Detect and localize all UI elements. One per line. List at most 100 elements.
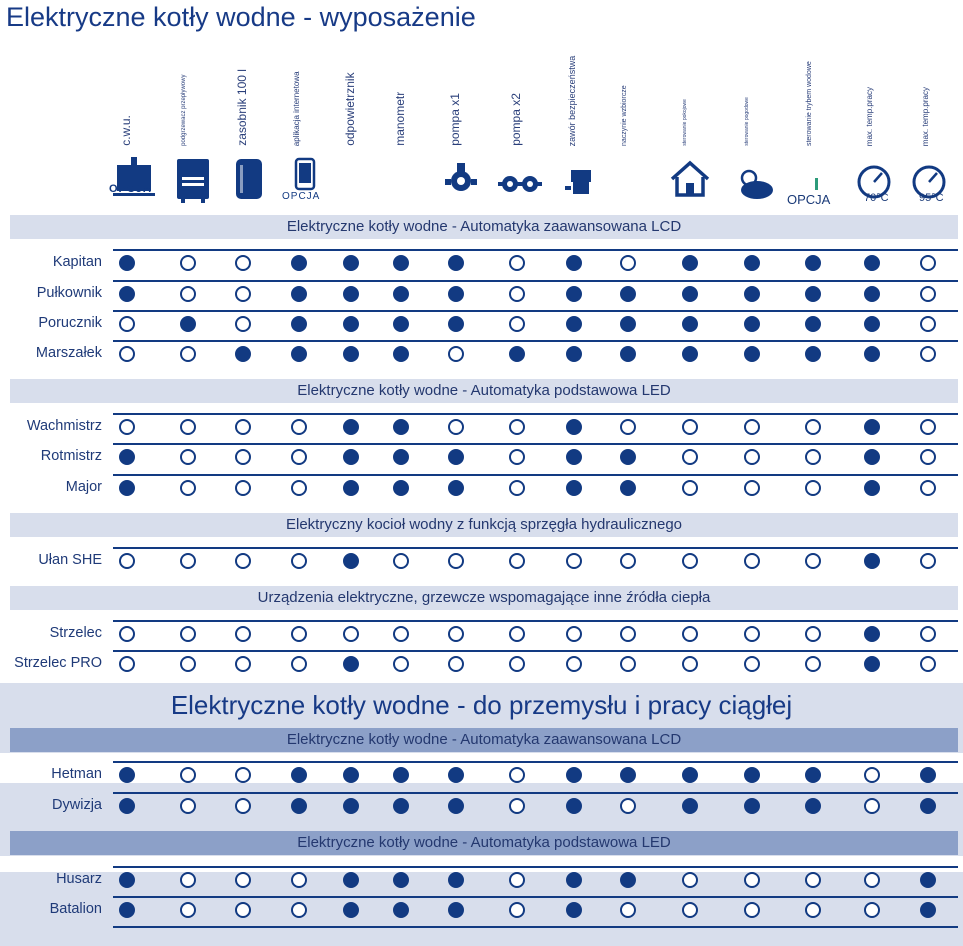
column-icon	[441, 155, 491, 205]
empty-dot	[620, 419, 636, 435]
column-header: zasobnik 100 l	[235, 38, 296, 146]
filled-dot	[448, 872, 464, 888]
empty-dot	[235, 553, 251, 569]
row-label: Dywizja	[52, 797, 102, 813]
filled-dot	[864, 480, 880, 496]
filled-dot	[920, 767, 936, 783]
filled-dot	[343, 767, 359, 783]
column-icon	[561, 160, 611, 210]
empty-dot	[180, 798, 196, 814]
empty-dot	[620, 798, 636, 814]
row-line	[113, 474, 958, 476]
empty-dot	[744, 656, 760, 672]
row-line	[113, 443, 958, 445]
filled-dot	[864, 316, 880, 332]
filled-dot	[291, 798, 307, 814]
section-header: Elektryczne kotły wodne - Automatyka zaa…	[10, 728, 958, 752]
empty-dot	[119, 419, 135, 435]
empty-dot	[509, 449, 525, 465]
empty-dot	[235, 419, 251, 435]
empty-dot	[509, 255, 525, 271]
filled-dot	[920, 798, 936, 814]
empty-dot	[744, 419, 760, 435]
row-label: Ułan SHE	[38, 552, 102, 568]
filled-dot	[119, 872, 135, 888]
row-label: Strzelec PRO	[14, 655, 102, 671]
filled-dot	[744, 798, 760, 814]
row-label: Porucznik	[38, 315, 102, 331]
empty-dot	[235, 286, 251, 302]
column-icon: OPCJA	[109, 155, 159, 205]
empty-dot	[343, 626, 359, 642]
row-line	[113, 761, 958, 763]
empty-dot	[864, 767, 880, 783]
filled-dot	[805, 798, 821, 814]
empty-dot	[235, 902, 251, 918]
column-header-label: podgrzewacz przepływowy	[181, 74, 187, 146]
filled-dot	[235, 346, 251, 362]
column-header: max. temp.pracy	[865, 38, 925, 146]
filled-dot	[805, 286, 821, 302]
column-header: sterowanie pogodowe	[744, 38, 805, 146]
empty-dot	[180, 419, 196, 435]
row-label: Kapitan	[52, 254, 102, 270]
column-icon-text: OPCJA	[282, 191, 321, 202]
empty-dot	[119, 656, 135, 672]
indicator-bar-icon	[815, 178, 818, 190]
column-header-label: max. temp.pracy	[865, 86, 874, 146]
filled-dot	[864, 449, 880, 465]
row-line	[113, 547, 958, 549]
empty-dot	[744, 626, 760, 642]
section-header: Elektryczne kotły wodne - Automatyka pod…	[10, 379, 958, 403]
filled-dot	[620, 872, 636, 888]
empty-dot	[920, 553, 936, 569]
filled-dot	[566, 767, 582, 783]
column-header-label: zawór bezpieczeństwa	[567, 55, 577, 146]
empty-dot	[393, 553, 409, 569]
column-header: c.w.u.	[119, 38, 180, 146]
filled-dot	[291, 767, 307, 783]
row-line	[113, 280, 958, 282]
column-header: max. temp.pracy	[921, 38, 963, 146]
filled-dot	[805, 346, 821, 362]
empty-dot	[448, 553, 464, 569]
column-header: pompa x1	[448, 38, 509, 146]
filled-dot	[343, 255, 359, 271]
row-line	[113, 896, 958, 898]
filled-dot	[343, 419, 359, 435]
column-icon	[226, 155, 276, 205]
filled-dot	[805, 316, 821, 332]
filled-dot	[393, 316, 409, 332]
empty-dot	[920, 255, 936, 271]
column-header: naczynie wzbiorcze	[621, 38, 681, 146]
filled-dot	[343, 316, 359, 332]
filled-dot	[620, 767, 636, 783]
empty-dot	[291, 553, 307, 569]
filled-dot	[509, 346, 525, 362]
empty-dot	[235, 872, 251, 888]
column-icon: OPCJA	[787, 160, 843, 210]
empty-dot	[682, 626, 698, 642]
empty-dot	[620, 626, 636, 642]
filled-dot	[566, 449, 582, 465]
empty-dot	[235, 767, 251, 783]
row-line	[113, 310, 958, 312]
empty-dot	[509, 902, 525, 918]
empty-dot	[620, 553, 636, 569]
empty-dot	[509, 767, 525, 783]
empty-dot	[509, 626, 525, 642]
filled-dot	[180, 316, 196, 332]
column-header-label: zasobnik 100 l	[235, 69, 249, 146]
filled-dot	[448, 449, 464, 465]
filled-dot	[291, 316, 307, 332]
filled-dot	[291, 346, 307, 362]
empty-dot	[744, 902, 760, 918]
filled-dot	[343, 480, 359, 496]
empty-dot	[509, 316, 525, 332]
empty-dot	[805, 656, 821, 672]
empty-dot	[119, 626, 135, 642]
row-line	[113, 926, 958, 928]
page-title: Elektryczne kotły wodne - wyposażenie	[6, 2, 476, 32]
empty-dot	[864, 902, 880, 918]
